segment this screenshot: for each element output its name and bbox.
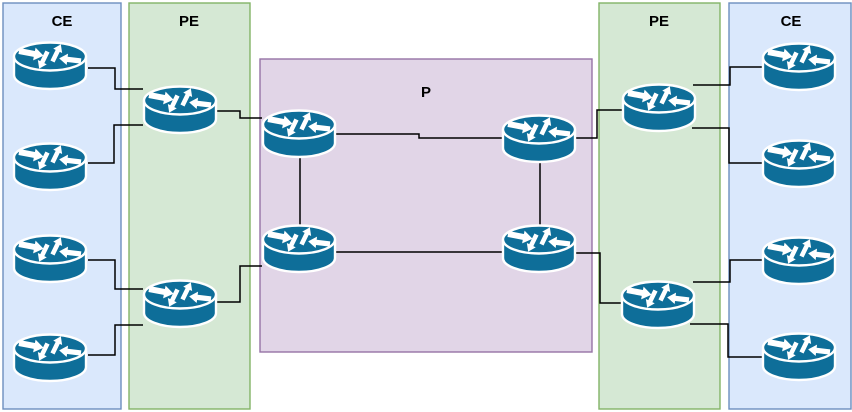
router-icon-p-1 <box>261 109 337 159</box>
router-icon-pe-4 <box>620 280 696 330</box>
link-ce-4-pe-2 <box>88 324 143 356</box>
router-icon-ce-1 <box>12 41 88 91</box>
zone-label-ce-right: CE <box>781 13 802 30</box>
link-pe-1-p-1 <box>217 110 262 119</box>
router-icon-ce-6 <box>761 139 837 189</box>
router-icon-p-2 <box>501 114 577 164</box>
router-icon-p-3 <box>261 224 337 274</box>
zone-panel-p-core <box>259 58 593 353</box>
link-p-1-p-2 <box>336 133 502 139</box>
router-icon-ce-4 <box>12 333 88 383</box>
link-pe-4-ce-8 <box>690 323 762 358</box>
router-icon-pe-2 <box>142 279 218 329</box>
router-icon-ce-2 <box>12 142 88 192</box>
router-icon-ce-8 <box>761 332 837 382</box>
zone-label-p-core: P <box>421 84 431 101</box>
link-p-2-pe-3 <box>576 109 622 139</box>
router-icon-ce-5 <box>761 42 837 92</box>
links <box>88 66 762 358</box>
router-icon-p-4 <box>501 224 577 274</box>
zone-panel-pe-right <box>598 2 721 410</box>
link-p-4-pe-4 <box>576 252 621 304</box>
link-ce-3-pe-2 <box>88 259 143 290</box>
link-pe-3-ce-5 <box>693 66 762 86</box>
router-icon-pe-3 <box>621 83 697 133</box>
link-pe-4-ce-7 <box>693 259 762 283</box>
zone-label-pe-right: PE <box>649 13 669 30</box>
link-pe-2-p-3 <box>217 265 262 303</box>
router-icon-pe-1 <box>142 85 218 135</box>
router-icon-ce-7 <box>761 236 837 286</box>
link-pe-3-ce-6 <box>692 127 762 164</box>
link-ce-1-pe-1 <box>88 67 143 90</box>
zone-label-ce-left: CE <box>52 13 73 30</box>
zone-panel-pe-left <box>128 2 251 410</box>
router-icon-ce-3 <box>12 234 88 284</box>
link-ce-2-pe-1 <box>88 124 143 164</box>
zone-label-pe-left: PE <box>179 13 199 30</box>
